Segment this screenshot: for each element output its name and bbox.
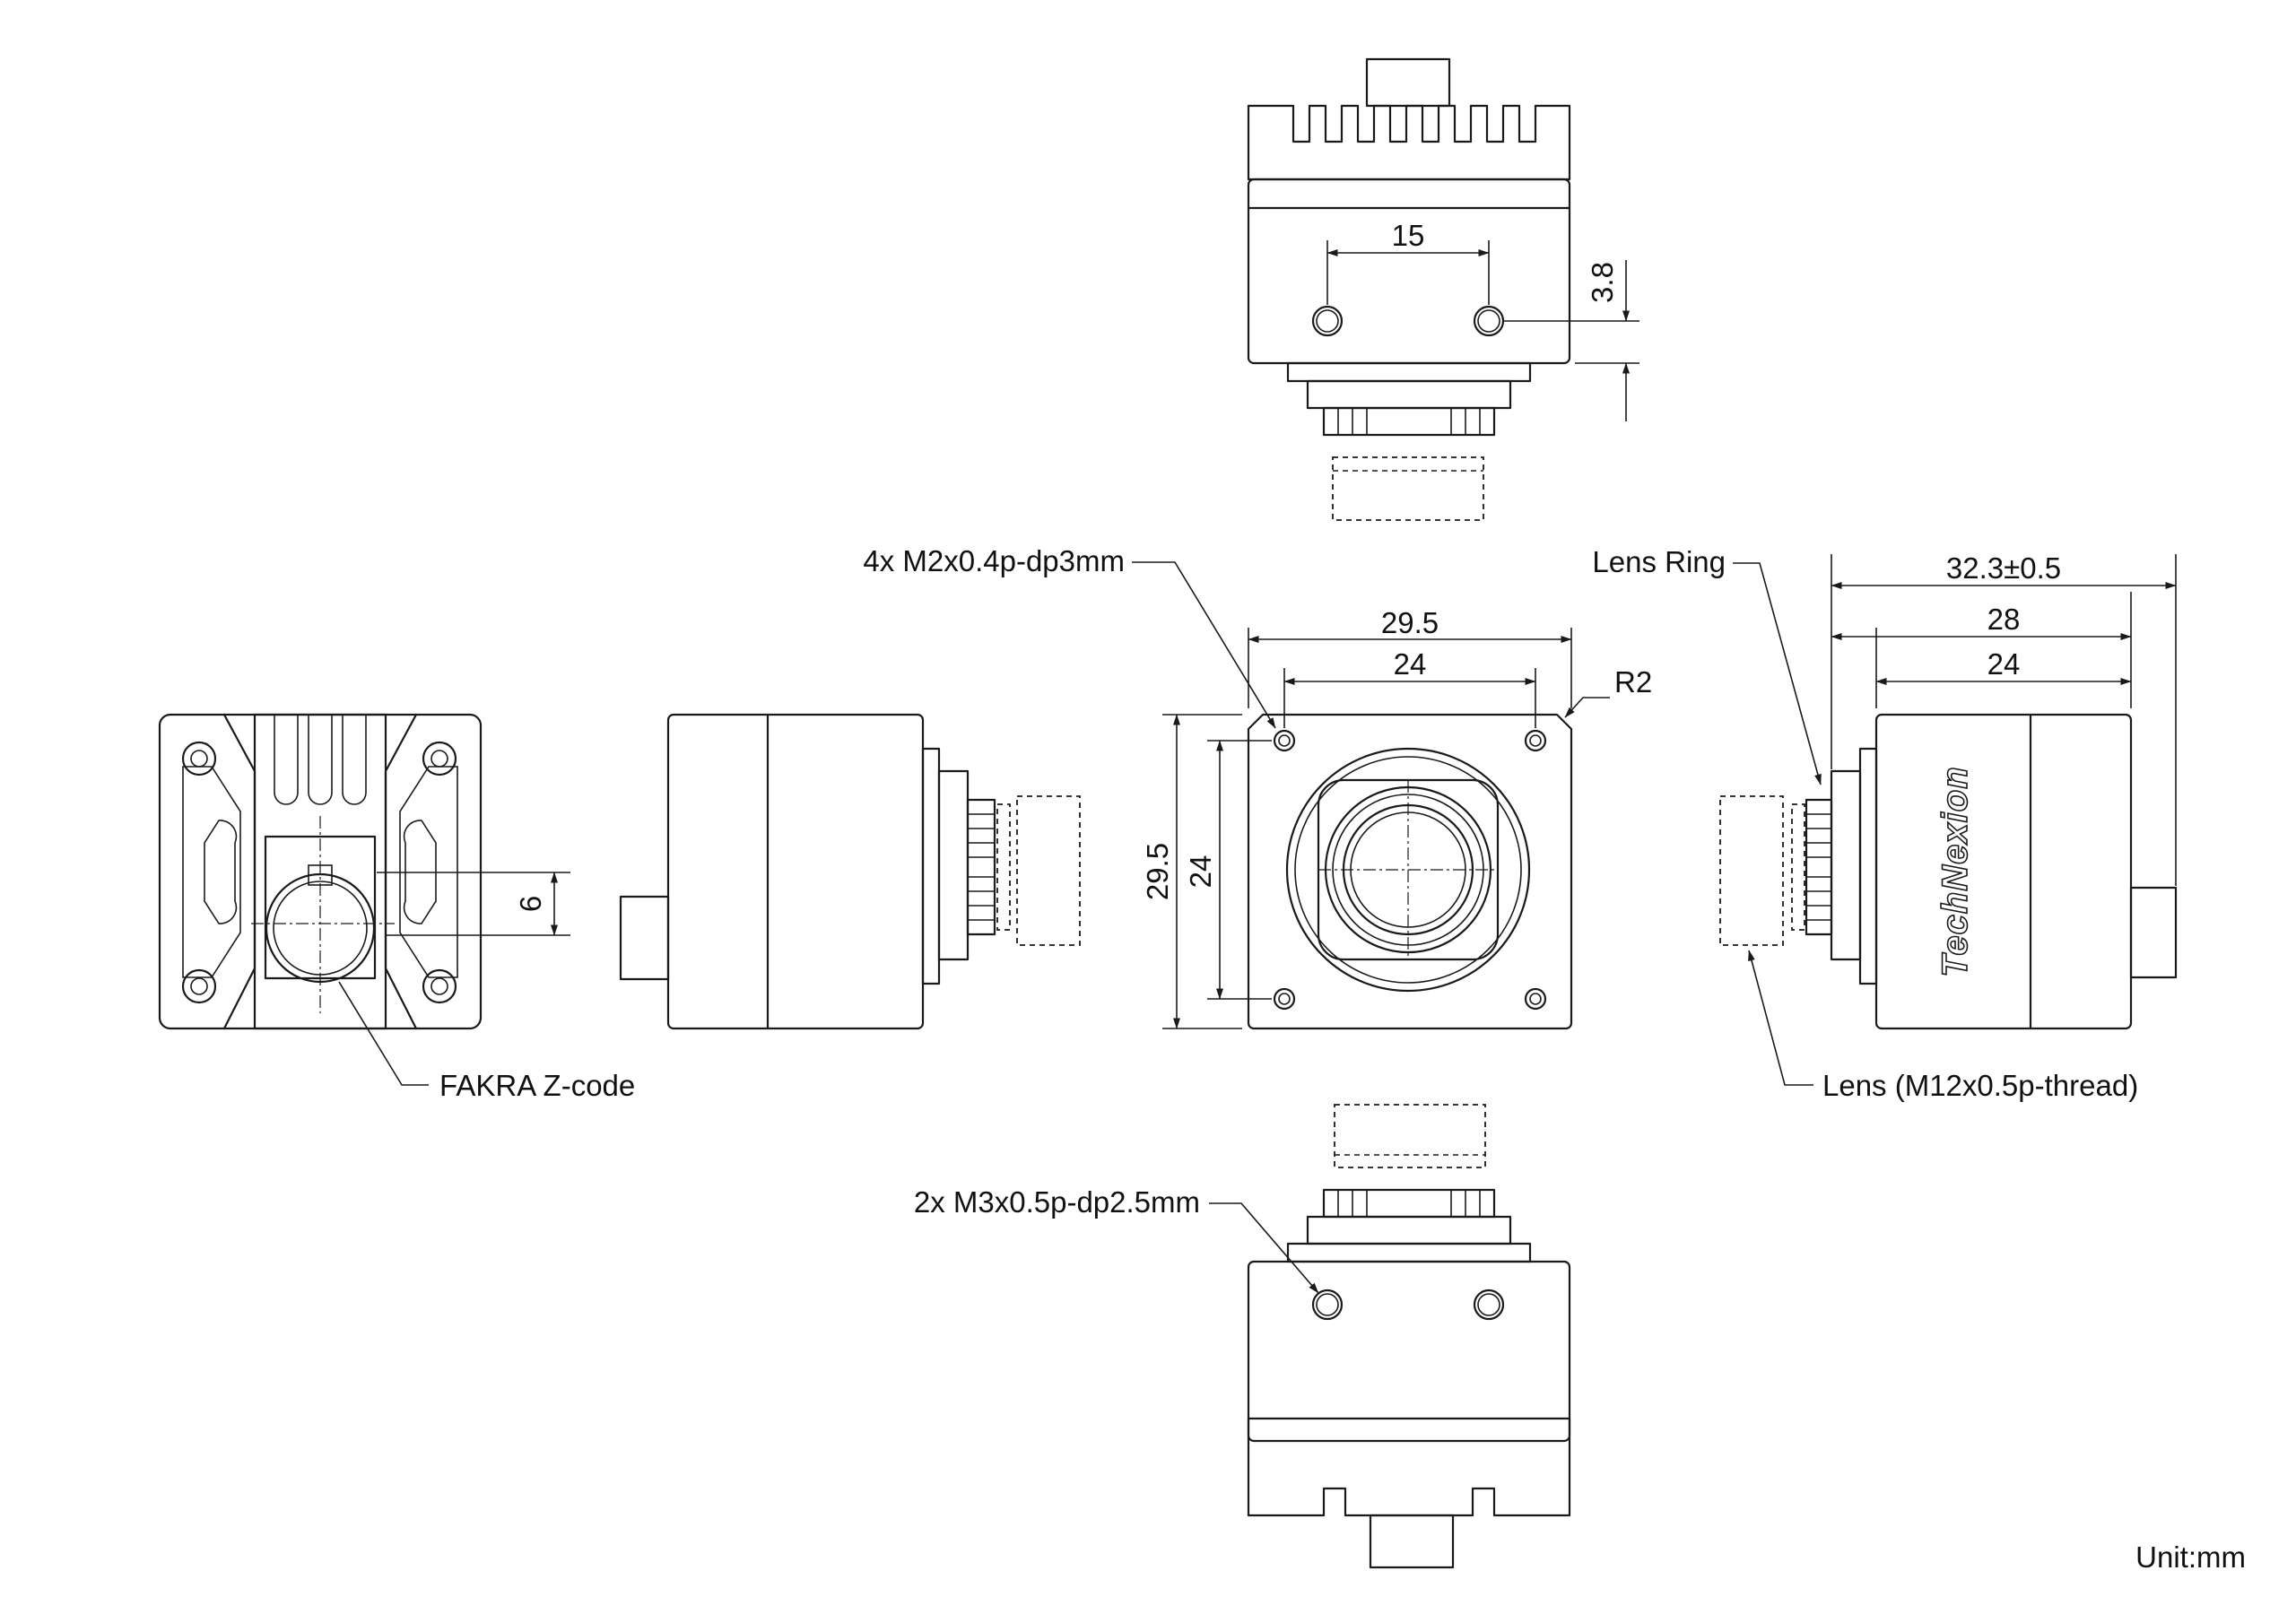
dim-connector-offset: 6 — [514, 896, 547, 912]
rear-view — [158, 713, 570, 1086]
unit-label: Unit:mm — [2135, 1540, 2246, 1574]
callout-fakra: FAKRA Z-code — [439, 1069, 635, 1102]
callout-lens: Lens (M12x0.5p-thread) — [1822, 1069, 2138, 1102]
dim-front-height-inner: 24 — [1184, 855, 1217, 889]
dim-top-hole-spacing: 15 — [1392, 219, 1425, 252]
side-view-right — [1719, 554, 2178, 1086]
dim-corner-radius: R2 — [1614, 665, 1652, 699]
dim-front-height-outer: 29.5 — [1141, 843, 1174, 900]
dim-front-width-inner: 24 — [1394, 647, 1427, 681]
dim-front-width-outer: 29.5 — [1381, 606, 1439, 639]
callout-bottom-holes: 2x M3x0.5p-dp2.5mm — [914, 1185, 1200, 1219]
callout-front-holes: 4x M2x0.4p-dp3mm — [863, 544, 1125, 577]
dim-body-length-24: 24 — [1987, 647, 2021, 681]
front-view — [1132, 561, 1610, 1030]
side-view-left — [619, 713, 1081, 1030]
bottom-view — [1209, 1104, 1571, 1569]
dim-total-length: 32.3±0.5 — [1946, 551, 2061, 585]
callout-lens-ring: Lens Ring — [1592, 545, 1726, 578]
dim-top-hole-offset: 3.8 — [1586, 262, 1619, 303]
dim-body-length-28: 28 — [1987, 603, 2021, 636]
top-view — [1247, 57, 1639, 521]
brand-logo: TechNexion — [1935, 766, 1975, 976]
